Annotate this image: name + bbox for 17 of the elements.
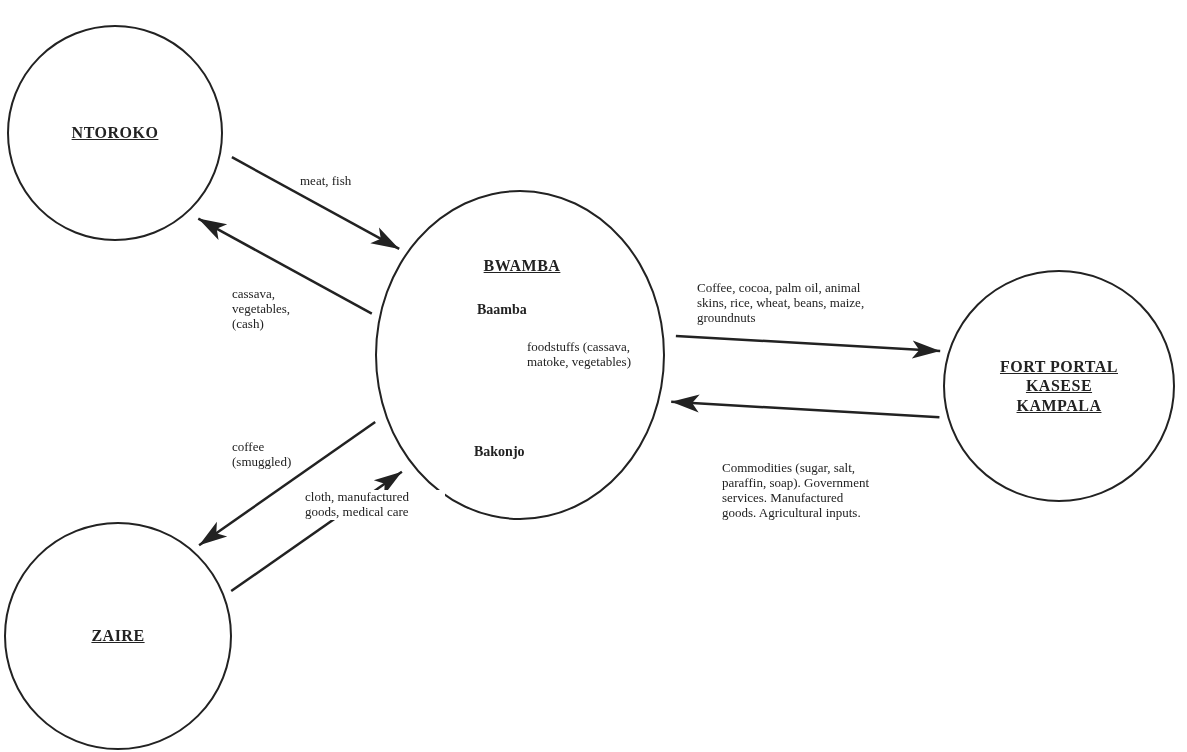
region-circle xyxy=(943,270,1175,502)
arrow xyxy=(231,156,400,250)
edge-label: Commodities (sugar, salt, paraffin, soap). Government services. Manufactured goods. Agricultural inputs. xyxy=(722,461,872,521)
place-name: BWAMBA xyxy=(482,256,562,276)
group-name: Baamba xyxy=(477,302,528,318)
place-name: ZAIRE xyxy=(90,626,146,646)
edge-label: cloth, manufactured goods, medical care xyxy=(305,490,445,520)
arrow xyxy=(198,421,376,547)
place-name: FORT PORTAL KASESE KAMPALA xyxy=(999,357,1119,415)
place-name: NTOROKO xyxy=(70,123,160,143)
region-circle xyxy=(4,522,232,750)
arrow xyxy=(671,394,940,419)
arrow xyxy=(197,217,373,315)
group-name: Bakonjo xyxy=(474,444,526,460)
region-circle xyxy=(7,25,223,241)
arrow xyxy=(675,334,941,359)
trade-note: foodstuffs (cassava, matoke, vegetables) xyxy=(527,340,632,370)
